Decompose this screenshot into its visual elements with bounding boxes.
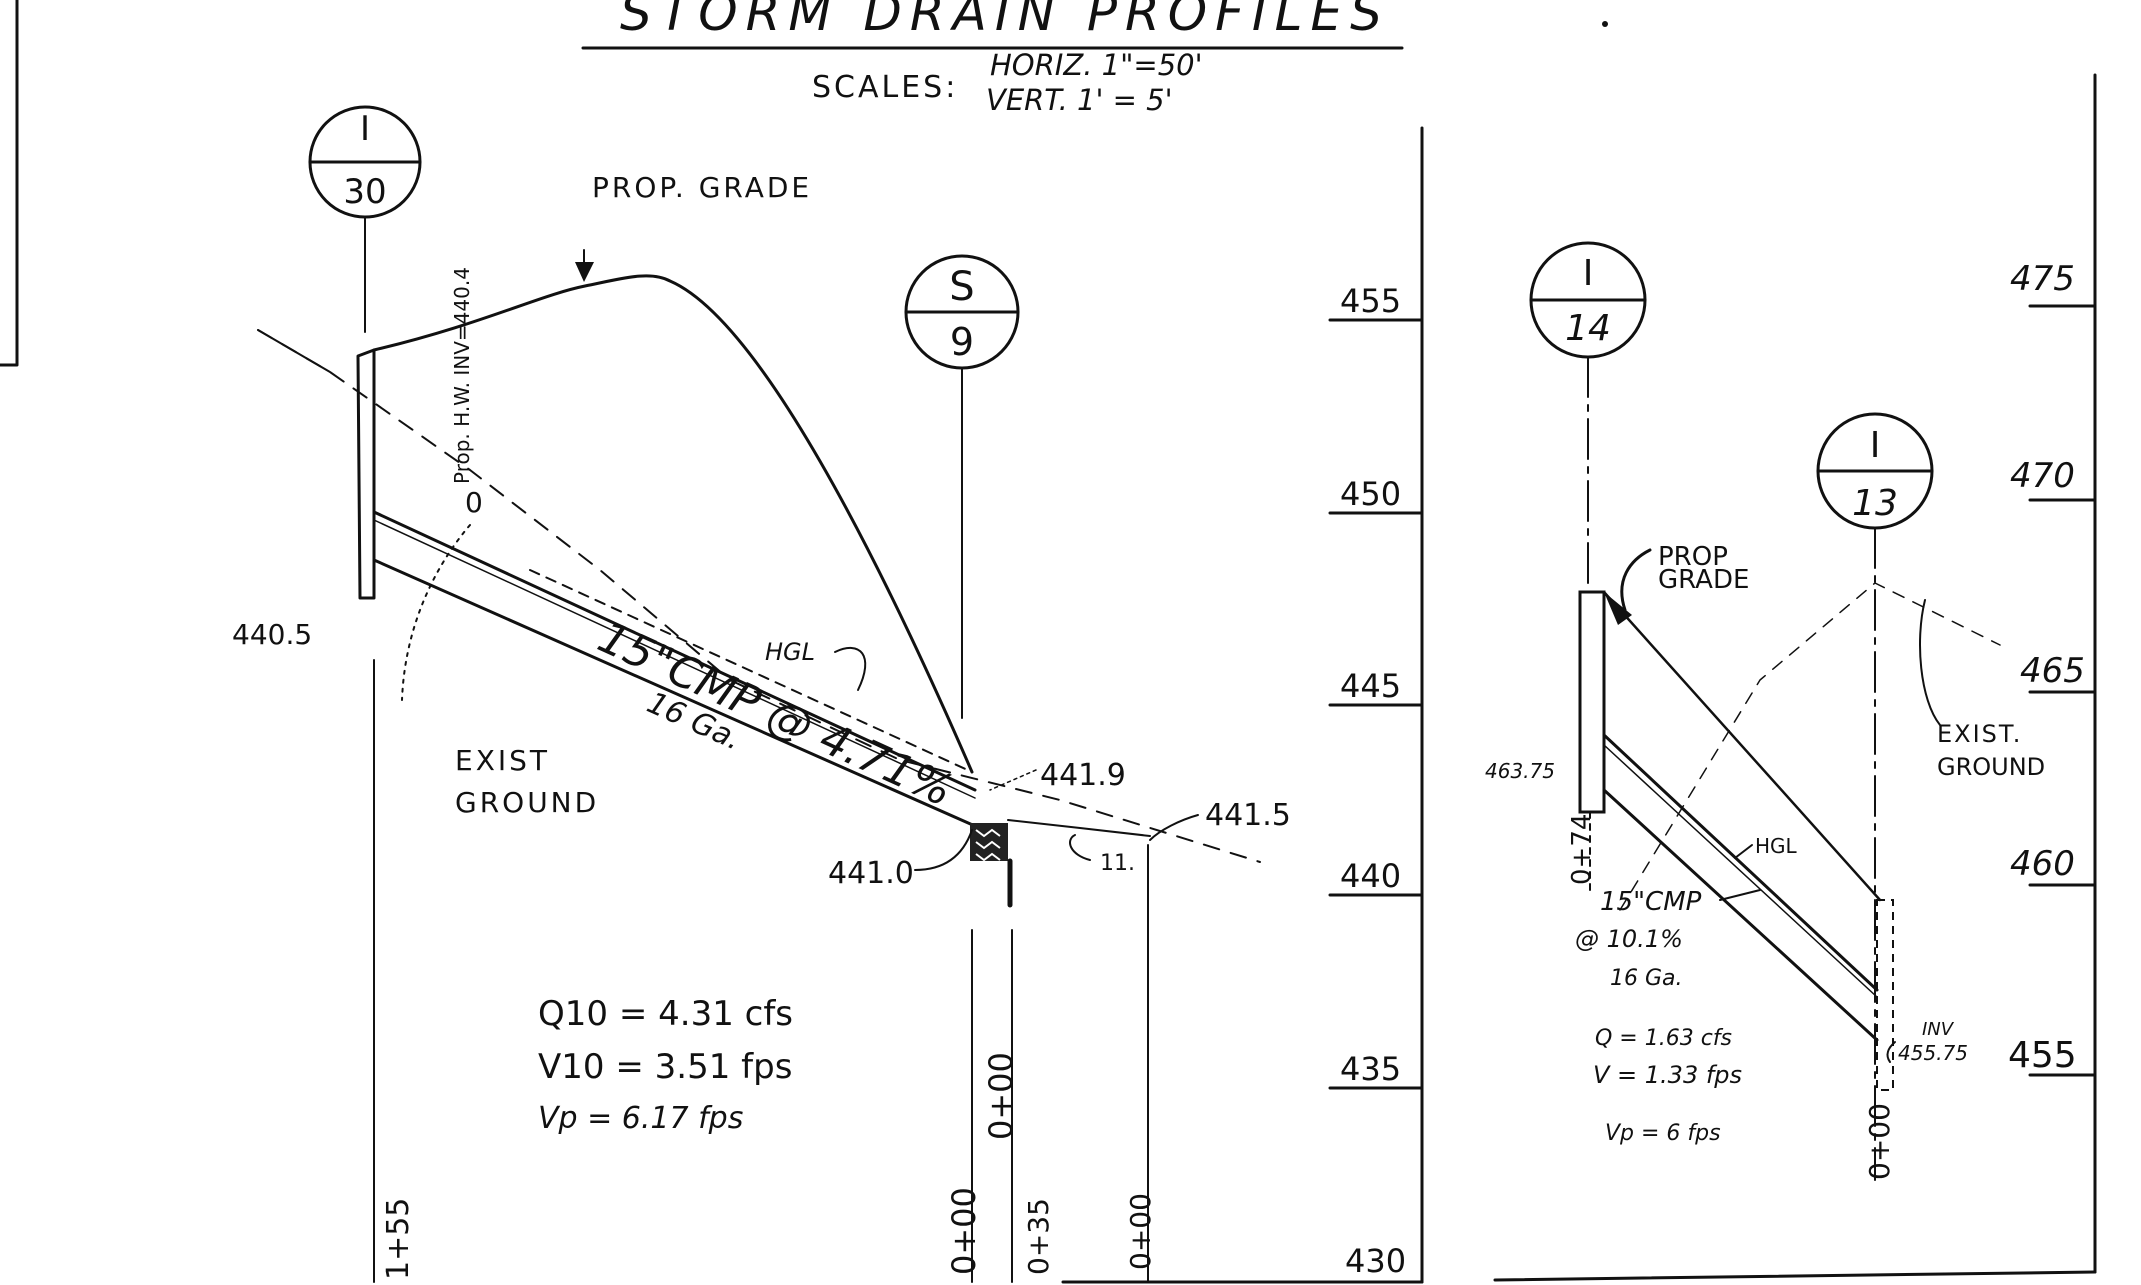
pipe-top	[372, 510, 977, 792]
left-elev-440-5: 440.5	[232, 618, 312, 651]
right-pipe-bottom	[1602, 788, 1879, 1042]
left-hydraulics-q: Q10 = 4.31 cfs	[538, 994, 793, 1034]
right-headwall	[1578, 590, 1606, 814]
left-elevation-scale: 455 450 445 440 435 430	[1328, 282, 1424, 1280]
right-station-label: 0+74	[1567, 814, 1597, 885]
structure-callout-i-13: I 13	[1816, 412, 1934, 1181]
right-elev-label: 475	[2010, 259, 2075, 299]
right-hydraulics-vp: Vp = 6 fps	[1605, 1121, 1721, 1146]
station-label: 0+35	[1022, 1198, 1055, 1275]
sheet-border-bracket	[0, 0, 19, 367]
right-existing-ground	[1619, 582, 2001, 911]
headwall-invert-marker: 0	[465, 486, 483, 519]
right-exist-ground-label: EXIST.	[1937, 720, 2022, 748]
right-elev-label: 465	[2020, 651, 2085, 691]
svg-text:I: I	[1870, 425, 1881, 466]
left-hydraulics-vp: Vp = 6.17 fps	[538, 1101, 743, 1136]
left-profile: 455 450 445 440 435 430 I 30 S 9	[232, 105, 1424, 1284]
stray-dot	[1602, 21, 1608, 27]
station-label: 0+00	[1124, 1193, 1157, 1270]
right-station-label: 0+00	[1863, 1103, 1896, 1180]
right-hydraulics-q: Q = 1.63 cfs	[1595, 1026, 1732, 1051]
elev-441-5: 441.5	[1205, 798, 1291, 833]
prop-grade-label: PROP. GRADE	[592, 171, 812, 204]
scale-horizontal: HORIZ. 1"=50'	[990, 48, 1203, 82]
right-profile: 475 470 465 460 455 I 14 I 13	[1485, 73, 2097, 1282]
right-pipe-gauge: 16 Ga.	[1610, 966, 1683, 991]
left-proposed-grade	[372, 274, 974, 774]
svg-text:I: I	[1583, 253, 1594, 294]
svg-text:14: 14	[1565, 308, 1611, 349]
right-elev-463-75: 463.75	[1485, 759, 1555, 783]
right-hydraulics-v: V = 1.33 fps	[1593, 1061, 1742, 1089]
left-elev-label: 455	[1340, 282, 1401, 320]
headwall-note: Prop. H.W. INV=440.4	[450, 267, 474, 484]
hydraulic-grade-line	[529, 569, 973, 773]
right-inv-label: INV	[1922, 1019, 1955, 1040]
left-elev-label: 440	[1340, 857, 1401, 895]
pipe-bottom	[372, 558, 977, 828]
left-elev-label: 445	[1340, 667, 1401, 705]
right-exist-ground-label: GROUND	[1937, 753, 2045, 781]
elev-441-0: 441.0	[828, 856, 914, 891]
svg-text:9: 9	[950, 320, 974, 364]
right-hgl-label: HGL	[1755, 834, 1798, 858]
structure-callout-i-30: I 30	[308, 105, 422, 333]
structure-callout-s-9: S 9	[904, 254, 1020, 719]
right-pipe-label: 15"CMP	[1600, 887, 1702, 917]
drawing-title: STORM DRAIN PROFILES	[620, 0, 1390, 42]
svg-text:S: S	[949, 264, 974, 310]
left-hydraulics-v: V10 = 3.51 fps	[538, 1047, 792, 1087]
right-inv-value: 455.75	[1898, 1041, 1968, 1065]
right-elev-label: 470	[2010, 456, 2075, 496]
left-exist-ground-label: GROUND	[455, 786, 599, 819]
svg-text:I: I	[360, 109, 370, 149]
left-elev-label: 430	[1345, 1242, 1406, 1280]
elev-small: 11.	[1100, 851, 1135, 876]
left-exist-ground-label: EXIST	[455, 744, 550, 777]
grade-marker	[575, 262, 594, 282]
right-elevation-scale: 475 470 465 460 455	[2008, 259, 2097, 1077]
svg-text:13: 13	[1852, 483, 1898, 524]
right-elev-label: 460	[2010, 844, 2075, 884]
elev-441-9: 441.9	[1040, 758, 1126, 793]
station-label: 1+55	[381, 1198, 416, 1280]
right-pipe-top	[1602, 733, 1879, 992]
structure-callout-i-14: I 14	[1529, 241, 1647, 591]
left-elev-label: 435	[1340, 1050, 1401, 1088]
right-proposed-grade	[1602, 590, 1882, 902]
right-prop-grade-label: PROP	[1658, 542, 1728, 572]
right-pipe-slope: @ 10.1%	[1575, 925, 1683, 953]
right-inlet	[1876, 899, 1894, 1091]
station-label: 0+00	[945, 1187, 983, 1275]
station-label: 0+00	[982, 1052, 1020, 1140]
left-existing-ground	[257, 329, 1261, 863]
right-bottom-line	[1493, 1270, 2097, 1282]
scales-prefix: SCALES:	[812, 70, 958, 105]
right-prop-grade-label: GRADE	[1658, 565, 1749, 595]
headwall	[356, 348, 376, 600]
scale-vertical: VERT. 1' = 5'	[986, 83, 1173, 117]
left-elev-label: 450	[1340, 475, 1401, 513]
outlet-ground	[1007, 819, 1151, 837]
left-hgl-label: HGL	[765, 638, 815, 666]
svg-text:30: 30	[343, 172, 386, 212]
right-elev-label: 455	[2008, 1035, 2077, 1076]
